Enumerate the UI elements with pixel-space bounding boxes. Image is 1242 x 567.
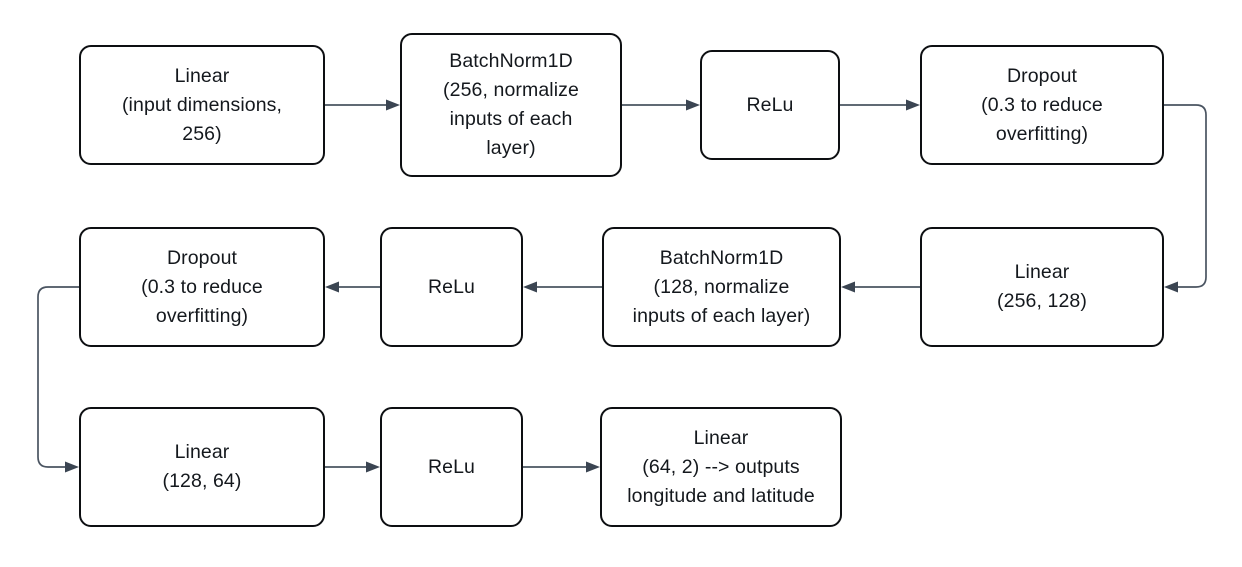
node-batchnorm1d-256[interactable]: BatchNorm1D (256, normalize inputs of ea…: [400, 33, 622, 177]
edge-linear-input-256-to-batchnorm1d-256: [325, 99, 400, 111]
edge-relu-2-to-dropout-2: [325, 281, 380, 293]
node-relu-3[interactable]: ReLu: [380, 407, 523, 527]
node-relu-2[interactable]: ReLu: [380, 227, 523, 347]
node-linear-64-2[interactable]: Linear (64, 2) --> outputs longitude and…: [600, 407, 842, 527]
edge-linear-256-128-to-batchnorm1d-128: [841, 281, 920, 293]
node-linear-256-128[interactable]: Linear (256, 128): [920, 227, 1164, 347]
node-label: Linear (128, 64): [162, 441, 242, 492]
node-linear-input-256[interactable]: Linear (input dimensions, 256): [79, 45, 325, 165]
node-label: BatchNorm1D (256, normalize inputs of ea…: [443, 50, 579, 159]
node-relu-1[interactable]: ReLu: [700, 50, 840, 160]
node-label: ReLu: [427, 275, 476, 298]
node-label: Dropout (0.3 to reduce overfitting): [141, 246, 263, 327]
node-label: Linear (64, 2) --> outputs longitude and…: [627, 426, 815, 507]
edge-dropout-1-to-linear-256-128: [1164, 104, 1207, 293]
node-label: Dropout (0.3 to reduce overfitting): [981, 64, 1103, 145]
edge-relu-1-to-dropout-1: [840, 99, 920, 111]
edge-batchnorm1d-128-to-relu-2: [523, 281, 602, 293]
node-linear-128-64[interactable]: Linear (128, 64): [79, 407, 325, 527]
edge-linear-128-64-to-relu-3: [325, 461, 380, 473]
edge-relu-3-to-linear-64-2: [523, 461, 600, 473]
node-dropout-1[interactable]: Dropout (0.3 to reduce overfitting): [920, 45, 1164, 165]
node-label: BatchNorm1D (128, normalize inputs of ea…: [632, 246, 811, 327]
node-label: ReLu: [427, 455, 476, 478]
node-label: Linear (256, 128): [997, 261, 1087, 312]
node-dropout-2[interactable]: Dropout (0.3 to reduce overfitting): [79, 227, 325, 347]
node-label: ReLu: [746, 93, 794, 116]
node-label: Linear (input dimensions, 256): [121, 64, 283, 145]
edge-dropout-2-to-linear-128-64: [37, 286, 79, 473]
edge-batchnorm1d-256-to-relu-1: [622, 99, 700, 111]
node-batchnorm1d-128[interactable]: BatchNorm1D (128, normalize inputs of ea…: [602, 227, 841, 347]
